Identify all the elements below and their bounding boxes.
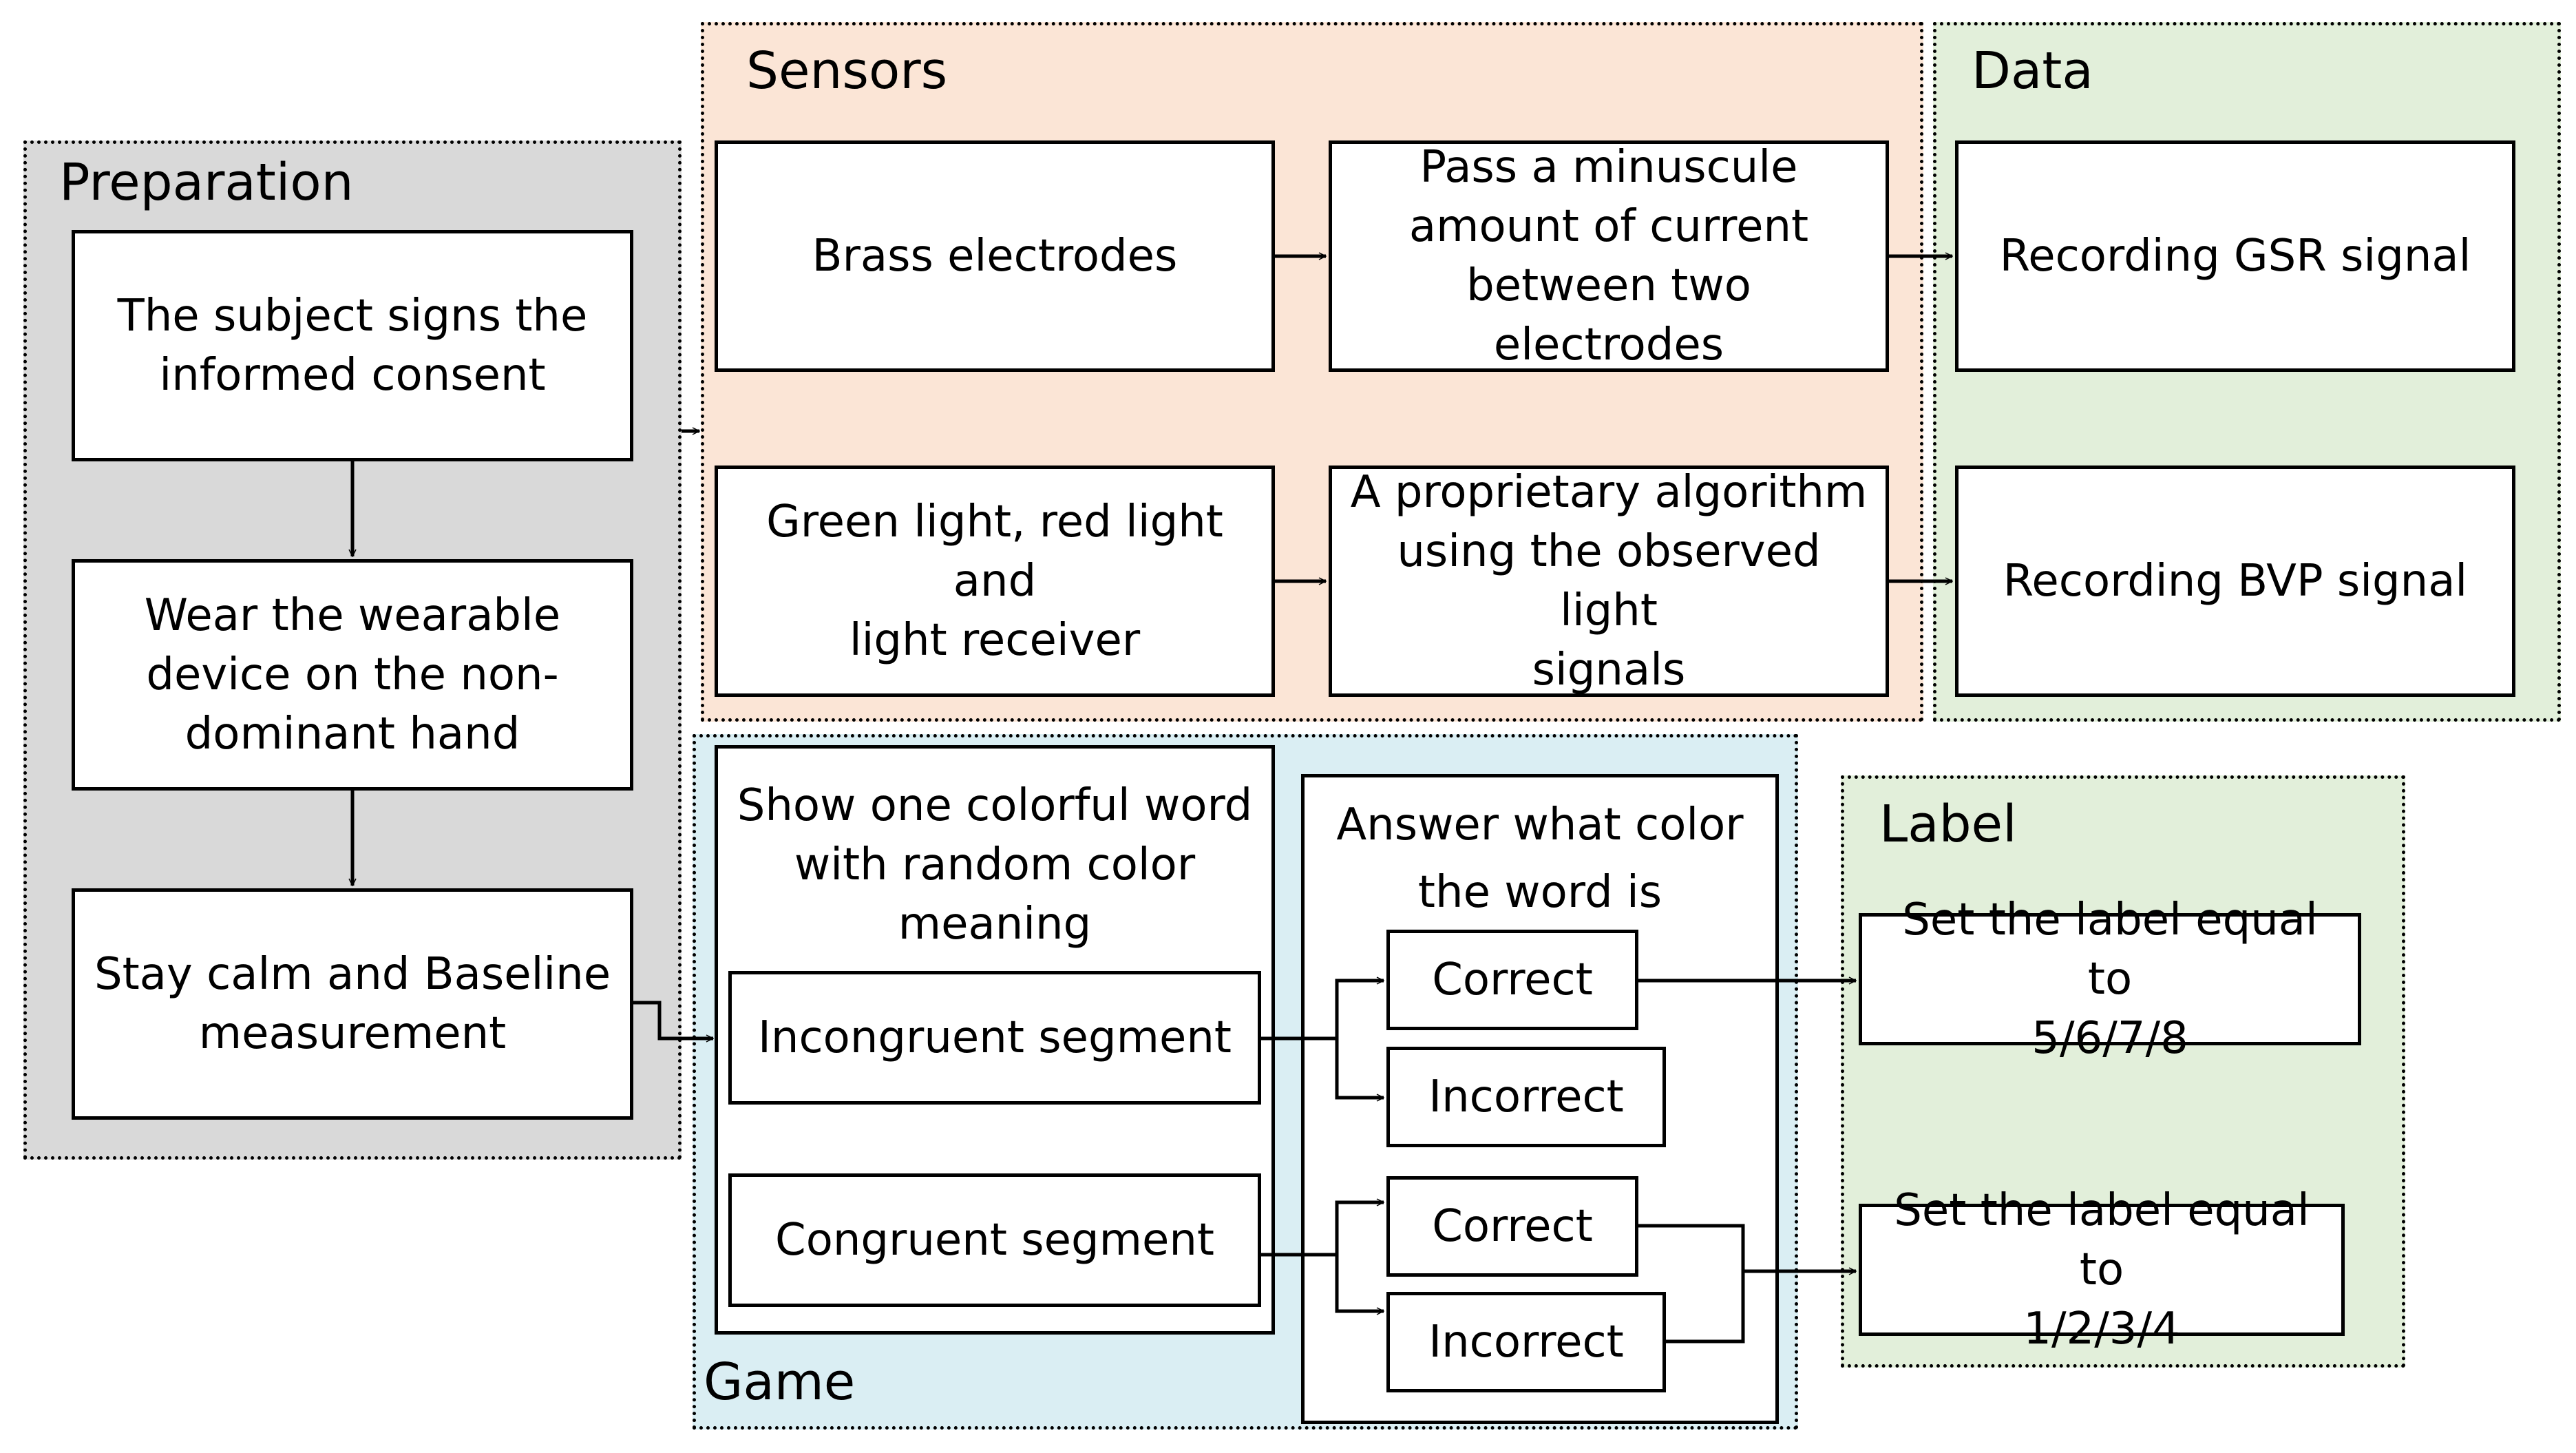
light-receiver-box: Green light, red light and light receive… xyxy=(715,466,1275,697)
line-incongruent-split xyxy=(1261,981,1384,1041)
label-5678-text: Set the label equal to 5/6/7/8 xyxy=(1902,895,2318,1064)
line-congruent-split xyxy=(1261,1202,1384,1257)
baseline-text: Stay calm and Baseline measurement xyxy=(94,949,611,1059)
label-1234-text: Set the label equal to 1/2/3/4 xyxy=(1894,1185,2310,1355)
answer-text: Answer what color the word is xyxy=(1336,799,1744,918)
label-5678-box: Set the label equal to 5/6/7/8 xyxy=(1859,895,2361,1064)
light-receiver-text: Green light, red light and light receive… xyxy=(766,496,1223,666)
correct-text-1: Correct xyxy=(1432,954,1593,1005)
preparation-title: Preparation xyxy=(59,153,354,212)
baseline-box: Stay calm and Baseline measurement xyxy=(72,888,633,1120)
show-word-text: Show one colorful word with random color… xyxy=(737,780,1253,950)
gsr-text: Recording GSR signal xyxy=(1999,231,2471,282)
game-title: Game xyxy=(704,1352,856,1412)
incorrect-box-1: Incorrect xyxy=(1386,1047,1666,1147)
algorithm-box: A proprietary algorithm using the observ… xyxy=(1329,466,1889,697)
correct-text-2: Correct xyxy=(1432,1201,1593,1252)
sensors-title: Sensors xyxy=(746,41,948,101)
correct-box-1: Correct xyxy=(1386,930,1638,1030)
brass-electrodes-box: Brass electrodes xyxy=(715,140,1275,372)
pass-current-text: Pass a minuscule amount of current betwe… xyxy=(1408,142,1809,370)
consent-box: The subject signs the informed consent xyxy=(72,230,633,461)
line-merge-congruent xyxy=(1638,1224,1745,1344)
congruent-segment-box: Congruent segment xyxy=(728,1173,1261,1307)
wear-device-box: Wear the wearable device on the non- dom… xyxy=(72,559,633,791)
line-congruent-incorrect xyxy=(1335,1255,1384,1311)
incongruent-segment-text: Incongruent segment xyxy=(758,1012,1232,1063)
label-1234-box: Set the label equal to 1/2/3/4 xyxy=(1859,1185,2345,1355)
incorrect-box-2: Incorrect xyxy=(1386,1292,1666,1392)
consent-text: The subject signs the informed consent xyxy=(117,291,588,401)
arrow-baseline-to-game xyxy=(633,1001,713,1038)
incongruent-segment-box: Incongruent segment xyxy=(728,971,1261,1105)
bvp-box: Recording BVP signal xyxy=(1955,466,2515,697)
bvp-text: Recording BVP signal xyxy=(2003,556,2468,607)
incorrect-text-1: Incorrect xyxy=(1428,1072,1624,1122)
line-incongruent-incorrect xyxy=(1335,1038,1384,1098)
gsr-box: Recording GSR signal xyxy=(1955,140,2515,372)
brass-electrodes-text: Brass electrodes xyxy=(812,231,1178,282)
correct-box-2: Correct xyxy=(1386,1176,1638,1277)
label-title: Label xyxy=(1879,795,2017,854)
wear-device-text: Wear the wearable device on the non- dom… xyxy=(144,590,561,760)
algorithm-text: A proprietary algorithm using the observ… xyxy=(1350,467,1868,696)
pass-current-box: Pass a minuscule amount of current betwe… xyxy=(1329,140,1889,372)
data-title: Data xyxy=(1972,41,2093,101)
incorrect-text-2: Incorrect xyxy=(1428,1317,1624,1368)
congruent-segment-text: Congruent segment xyxy=(775,1215,1214,1266)
